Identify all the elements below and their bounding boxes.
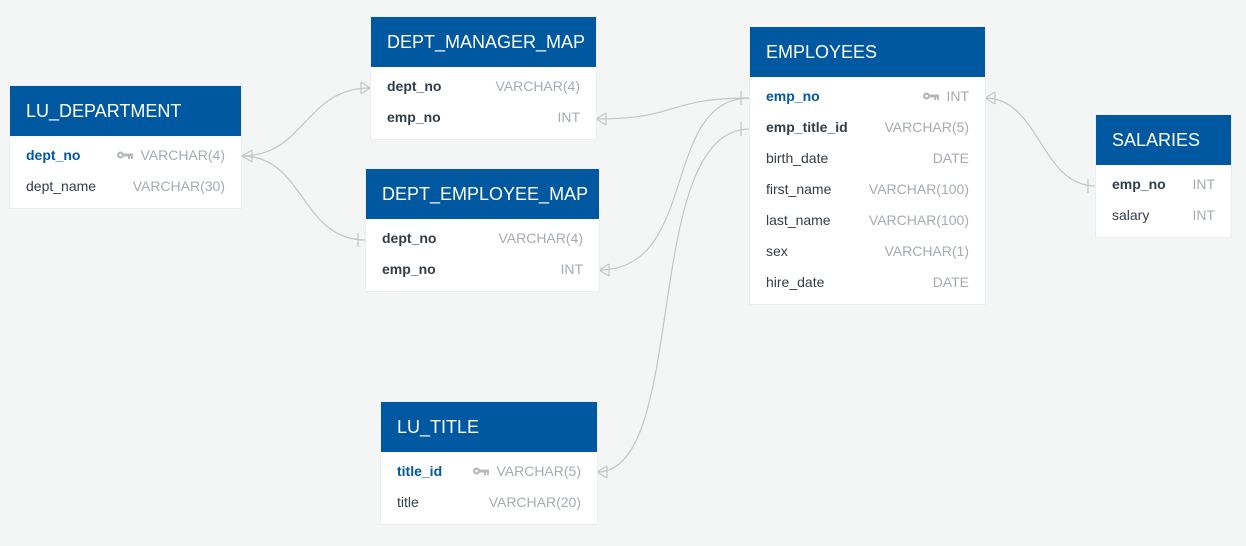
column-name: emp_title_id bbox=[766, 119, 848, 135]
column-row[interactable]: first_name VARCHAR(100) bbox=[750, 174, 985, 205]
column-name: title_id bbox=[397, 463, 443, 479]
column-type: INT bbox=[1192, 207, 1215, 223]
column-type: VARCHAR(4) bbox=[495, 78, 580, 94]
column-type: INT bbox=[922, 81, 969, 112]
column-type: VARCHAR(100) bbox=[868, 181, 969, 197]
column-name: birth_date bbox=[766, 150, 829, 166]
relationship-department-employee bbox=[241, 155, 367, 247]
column-row[interactable]: dept_no VARCHAR(4) bbox=[371, 71, 596, 102]
column-name: dept_no bbox=[382, 230, 437, 246]
column-type: INT bbox=[1192, 176, 1215, 192]
column-name: first_name bbox=[766, 181, 832, 197]
table-employees[interactable]: EMPLOYEES emp_no INT emp_title_id VARCHA… bbox=[750, 27, 985, 304]
column-type: VARCHAR(20) bbox=[488, 494, 581, 510]
table-title: LU_TITLE bbox=[381, 402, 597, 452]
column-name: title bbox=[397, 494, 419, 510]
column-name: dept_no bbox=[26, 147, 81, 163]
table-lu-department[interactable]: LU_DEPARTMENT dept_no VARCHAR(4) dept_na… bbox=[10, 86, 241, 208]
column-type: DATE bbox=[932, 274, 969, 290]
column-name: last_name bbox=[766, 212, 831, 228]
column-row[interactable]: title VARCHAR(20) bbox=[381, 487, 597, 518]
column-name: sex bbox=[766, 243, 788, 259]
relationship-deptemployee-employee bbox=[598, 97, 751, 277]
relationship-department-manager bbox=[241, 81, 371, 163]
column-row[interactable]: emp_no INT bbox=[750, 81, 985, 112]
column-name: salary bbox=[1112, 207, 1150, 223]
column-type: VARCHAR(5) bbox=[884, 119, 969, 135]
table-salaries[interactable]: SALARIES emp_no INT salary INT bbox=[1096, 115, 1231, 237]
column-row[interactable]: emp_no INT bbox=[371, 102, 596, 133]
column-type: VARCHAR(5) bbox=[472, 456, 581, 487]
column-row[interactable]: hire_date DATE bbox=[750, 267, 985, 298]
column-type: DATE bbox=[932, 150, 969, 166]
column-row[interactable]: emp_no INT bbox=[1096, 169, 1231, 200]
column-type: INT bbox=[560, 261, 583, 277]
column-type: VARCHAR(100) bbox=[868, 212, 969, 228]
table-lu-title[interactable]: LU_TITLE title_id VARCHAR(5) title VARCH… bbox=[381, 402, 597, 524]
column-name: emp_no bbox=[1112, 176, 1166, 192]
column-name: hire_date bbox=[766, 274, 825, 290]
column-name: emp_no bbox=[387, 109, 441, 125]
column-name: dept_name bbox=[26, 178, 97, 194]
key-icon bbox=[117, 151, 134, 159]
table-title: DEPT_MANAGER_MAP bbox=[371, 17, 596, 67]
table-title: LU_DEPARTMENT bbox=[10, 86, 241, 136]
column-type: VARCHAR(4) bbox=[498, 230, 583, 246]
key-icon bbox=[923, 92, 940, 100]
table-dept-employee-map[interactable]: DEPT_EMPLOYEE_MAP dept_no VARCHAR(4) emp… bbox=[366, 169, 599, 291]
column-row[interactable]: emp_no INT bbox=[366, 254, 599, 285]
column-name: emp_no bbox=[382, 261, 436, 277]
column-type: VARCHAR(1) bbox=[884, 243, 969, 259]
relationship-title-employee bbox=[596, 122, 751, 479]
column-row[interactable]: salary INT bbox=[1096, 200, 1231, 231]
column-name: dept_no bbox=[387, 78, 442, 94]
column-row[interactable]: sex VARCHAR(1) bbox=[750, 236, 985, 267]
table-title: SALARIES bbox=[1096, 115, 1231, 165]
column-row[interactable]: last_name VARCHAR(100) bbox=[750, 205, 985, 236]
column-name: emp_no bbox=[766, 88, 820, 104]
column-row[interactable]: title_id VARCHAR(5) bbox=[381, 456, 597, 487]
column-row[interactable]: dept_name VARCHAR(30) bbox=[10, 171, 241, 202]
column-row[interactable]: dept_no VARCHAR(4) bbox=[366, 223, 599, 254]
column-row[interactable]: dept_no VARCHAR(4) bbox=[10, 140, 241, 171]
column-type: VARCHAR(4) bbox=[116, 140, 225, 171]
table-dept-manager-map[interactable]: DEPT_MANAGER_MAP dept_no VARCHAR(4) emp_… bbox=[371, 17, 596, 139]
relationship-manager-employee bbox=[595, 91, 751, 126]
column-row[interactable]: birth_date DATE bbox=[750, 143, 985, 174]
relationship-employee-salary bbox=[984, 91, 1097, 193]
table-title: DEPT_EMPLOYEE_MAP bbox=[366, 169, 599, 219]
column-type: VARCHAR(30) bbox=[132, 178, 225, 194]
column-type: INT bbox=[557, 109, 580, 125]
key-icon bbox=[473, 467, 490, 475]
table-title: EMPLOYEES bbox=[750, 27, 985, 77]
column-row[interactable]: emp_title_id VARCHAR(5) bbox=[750, 112, 985, 143]
